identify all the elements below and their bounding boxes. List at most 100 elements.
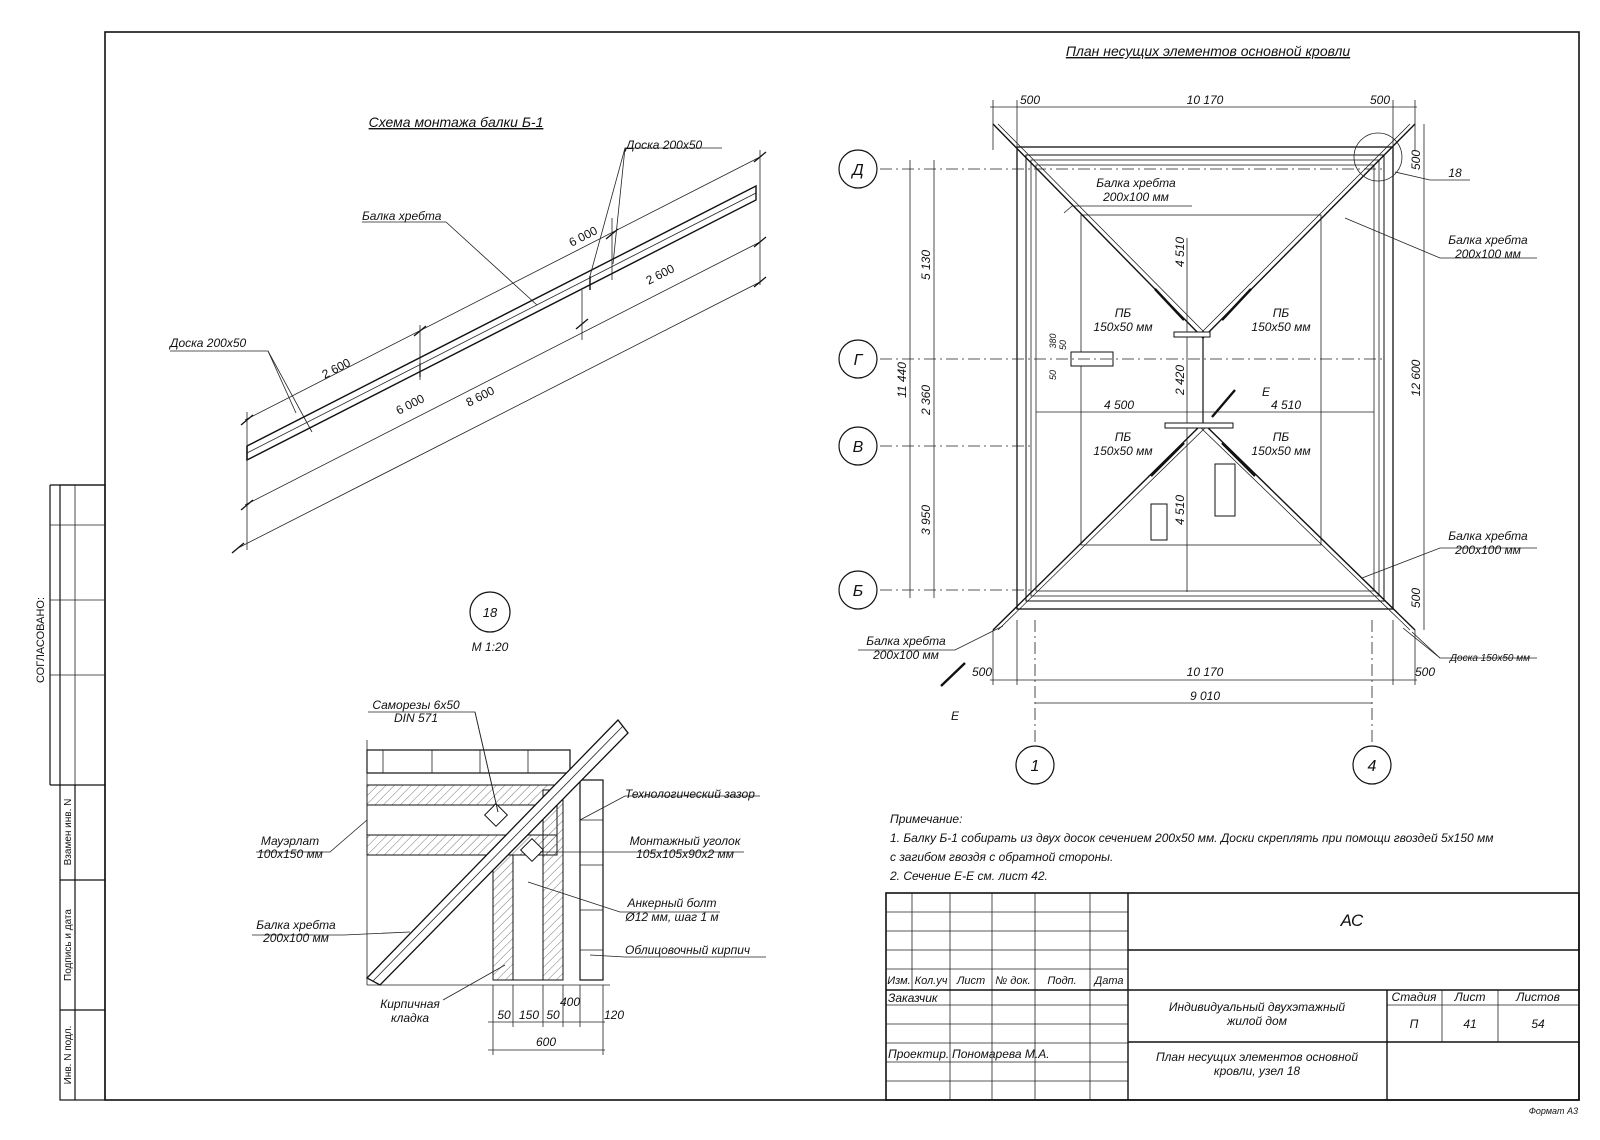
beam-label-lb-1: Балка хребта	[866, 634, 946, 648]
sidebar-agreed: СОГЛАСОВАНО:	[35, 597, 47, 683]
pb-label-br-1: ПБ	[1273, 430, 1290, 444]
dim-node-120: 120	[604, 1008, 624, 1022]
axis-row-b: Б	[853, 583, 863, 600]
tb-h-list: Лист	[956, 975, 985, 987]
dim-6000-bottom: 6 000	[394, 391, 427, 417]
axis-row-v: В	[853, 439, 864, 456]
plan-top-dim-500-r: 500	[1370, 93, 1390, 107]
label-anchor-2: Ø12 мм, шаг 1 м	[624, 910, 718, 924]
plan-bottom-dim-9010: 9 010	[1190, 689, 1220, 703]
label-mauerlat-2: 100х150 мм	[257, 847, 323, 861]
pb-label-bl-2: 150х50 мм	[1093, 444, 1152, 458]
plan-small-dim-50b: 50	[1048, 370, 1058, 380]
pb-label-tr-2: 150х50 мм	[1251, 320, 1310, 334]
label-masonry-2: кладка	[391, 1011, 429, 1025]
label-beam-1: Балка хребта	[256, 918, 336, 932]
plan-inner-dim-4500: 4 500	[1104, 398, 1134, 412]
plan-right-dim-500-t: 500	[1409, 150, 1423, 170]
tb-designer-name: Пономарева М.А.	[952, 1047, 1050, 1061]
tb-customer: Заказчик	[888, 991, 939, 1005]
sidebar-inv-orig: Инв. N подл.	[63, 1026, 74, 1085]
tb-sheet-title-2: кровли, узел 18	[1214, 1064, 1300, 1078]
tb-h-date: Дата	[1092, 975, 1123, 987]
pb-label-tr-1: ПБ	[1273, 306, 1290, 320]
pb-label-tl-1: ПБ	[1115, 306, 1132, 320]
tb-stage-label: Стадия	[1392, 990, 1438, 1004]
label-facing-brick: Облицовочный кирпич	[625, 943, 750, 957]
tb-format: Формат А3	[1529, 1106, 1578, 1116]
beam-assembly-schema: Схема монтажа балки Б-1 6 000 2 600 2 60…	[168, 114, 767, 554]
label-screws-1: Саморезы 6х50	[372, 698, 460, 712]
label-ridge-beam: Балка хребта	[362, 209, 442, 223]
label-board-top: Доска 200х50	[624, 138, 702, 152]
tb-stage: П	[1410, 1017, 1419, 1031]
label-screws-2: DIN 571	[394, 711, 438, 725]
tb-h-sign: Подп.	[1047, 975, 1076, 987]
tb-h-doc: № док.	[995, 975, 1030, 987]
axis-col-1: 1	[1031, 758, 1040, 775]
axes-rows: Д Г В Б	[838, 149, 1383, 610]
plan-right-dim-500-b: 500	[1409, 588, 1423, 608]
plan-top-dim-500-l: 500	[1020, 93, 1040, 107]
section-mark-top: Е	[1262, 385, 1271, 399]
plan-inner-dim-4510-h: 4 510	[1271, 398, 1301, 412]
plan-left-dim-3950: 3 950	[919, 505, 933, 535]
dim-2600-right: 2 600	[644, 261, 677, 287]
pb-label-tl-2: 150х50 мм	[1093, 320, 1152, 334]
tb-h-izm: Изм.	[887, 975, 910, 987]
plan-small-dim-380: 380	[1048, 333, 1058, 348]
schema-title: Схема монтажа балки Б-1	[369, 114, 544, 130]
board-label: Доска 150х50 мм	[1449, 653, 1530, 664]
pb-label-bl-1: ПБ	[1115, 430, 1132, 444]
dim-2600-left: 2 600	[320, 355, 353, 381]
label-tech-gap: Технологический зазор	[625, 787, 755, 801]
axis-row-g: Г	[854, 352, 864, 369]
dim-8600: 8 600	[464, 383, 497, 409]
tb-designer-role: Проектир.	[888, 1047, 949, 1061]
plan-inner-dim-2420: 2 420	[1173, 365, 1187, 396]
tb-project-1: Индивидуальный двухэтажный	[1169, 1000, 1345, 1014]
section-mark-bottom: Е	[951, 709, 960, 723]
plan-node-ref: 18	[1448, 166, 1462, 180]
tb-code: АС	[1340, 911, 1364, 930]
tb-sheets: 54	[1531, 1017, 1545, 1031]
plan-bottom-dim-10170: 10 170	[1187, 665, 1224, 679]
tb-project-2: жилой дом	[1226, 1014, 1287, 1028]
plan-small-dim-50a: 50	[1058, 340, 1068, 350]
label-masonry-1: Кирпичная	[380, 997, 440, 1011]
label-board-left: Доска 200х50	[168, 336, 246, 350]
tb-sheet-title-1: План несущих элементов основной	[1156, 1050, 1358, 1064]
plan-left-dim-11440: 11 440	[895, 362, 909, 398]
tb-sheets-label: Листов	[1515, 990, 1560, 1004]
plan-inner-dim-4510-top: 4 510	[1173, 237, 1187, 267]
label-angle-2: 105х105х90х2 мм	[636, 847, 734, 861]
dim-node-600: 600	[536, 1035, 556, 1049]
plan-bottom-dim-500-l: 500	[972, 665, 992, 679]
axes-cols: 1 4	[1015, 620, 1392, 785]
dim-node-400: 400	[560, 995, 580, 1009]
label-beam-2: 200х100 мм	[262, 931, 329, 945]
tb-h-kol: Кол.уч	[915, 975, 948, 987]
plan-right-dim-12600: 12 600	[1409, 359, 1423, 396]
beam-label-rb-2: 200х100 мм	[1454, 543, 1521, 557]
plan-title: План несущих элементов основной кровли	[1066, 43, 1351, 59]
plan-inner-dim-4510-bot: 4 510	[1173, 495, 1187, 525]
sidebar-sign-date: Подпись и дата	[63, 909, 74, 981]
plan-bottom-dim-500-r: 500	[1415, 665, 1435, 679]
sheet-frame: СОГЛАСОВАНО: Взамен инв. N Подпись и дат…	[35, 31, 1580, 1101]
beam-label-top-2: 200х100 мм	[1102, 190, 1169, 204]
notes-heading: Примечание:	[890, 812, 962, 826]
node-number: 18	[483, 605, 498, 620]
tb-sheet: 41	[1463, 1017, 1476, 1031]
node-scale: М 1:20	[472, 640, 509, 654]
node-18-detail: 18 М 1:20 С	[252, 591, 766, 1055]
axis-row-d: Д	[850, 162, 863, 179]
roof-plan: План несущих элементов основной кровли	[838, 43, 1537, 785]
plan-left-dim-2360: 2 360	[919, 385, 933, 416]
beam-label-right-1: Балка хребта	[1448, 233, 1528, 247]
facing-brick	[366, 749, 604, 981]
dim-6000-top: 6 000	[567, 223, 600, 249]
notes: Примечание: 1. Балку Б-1 собирать из дву…	[889, 812, 1493, 883]
dim-node-150: 150	[519, 1008, 539, 1022]
